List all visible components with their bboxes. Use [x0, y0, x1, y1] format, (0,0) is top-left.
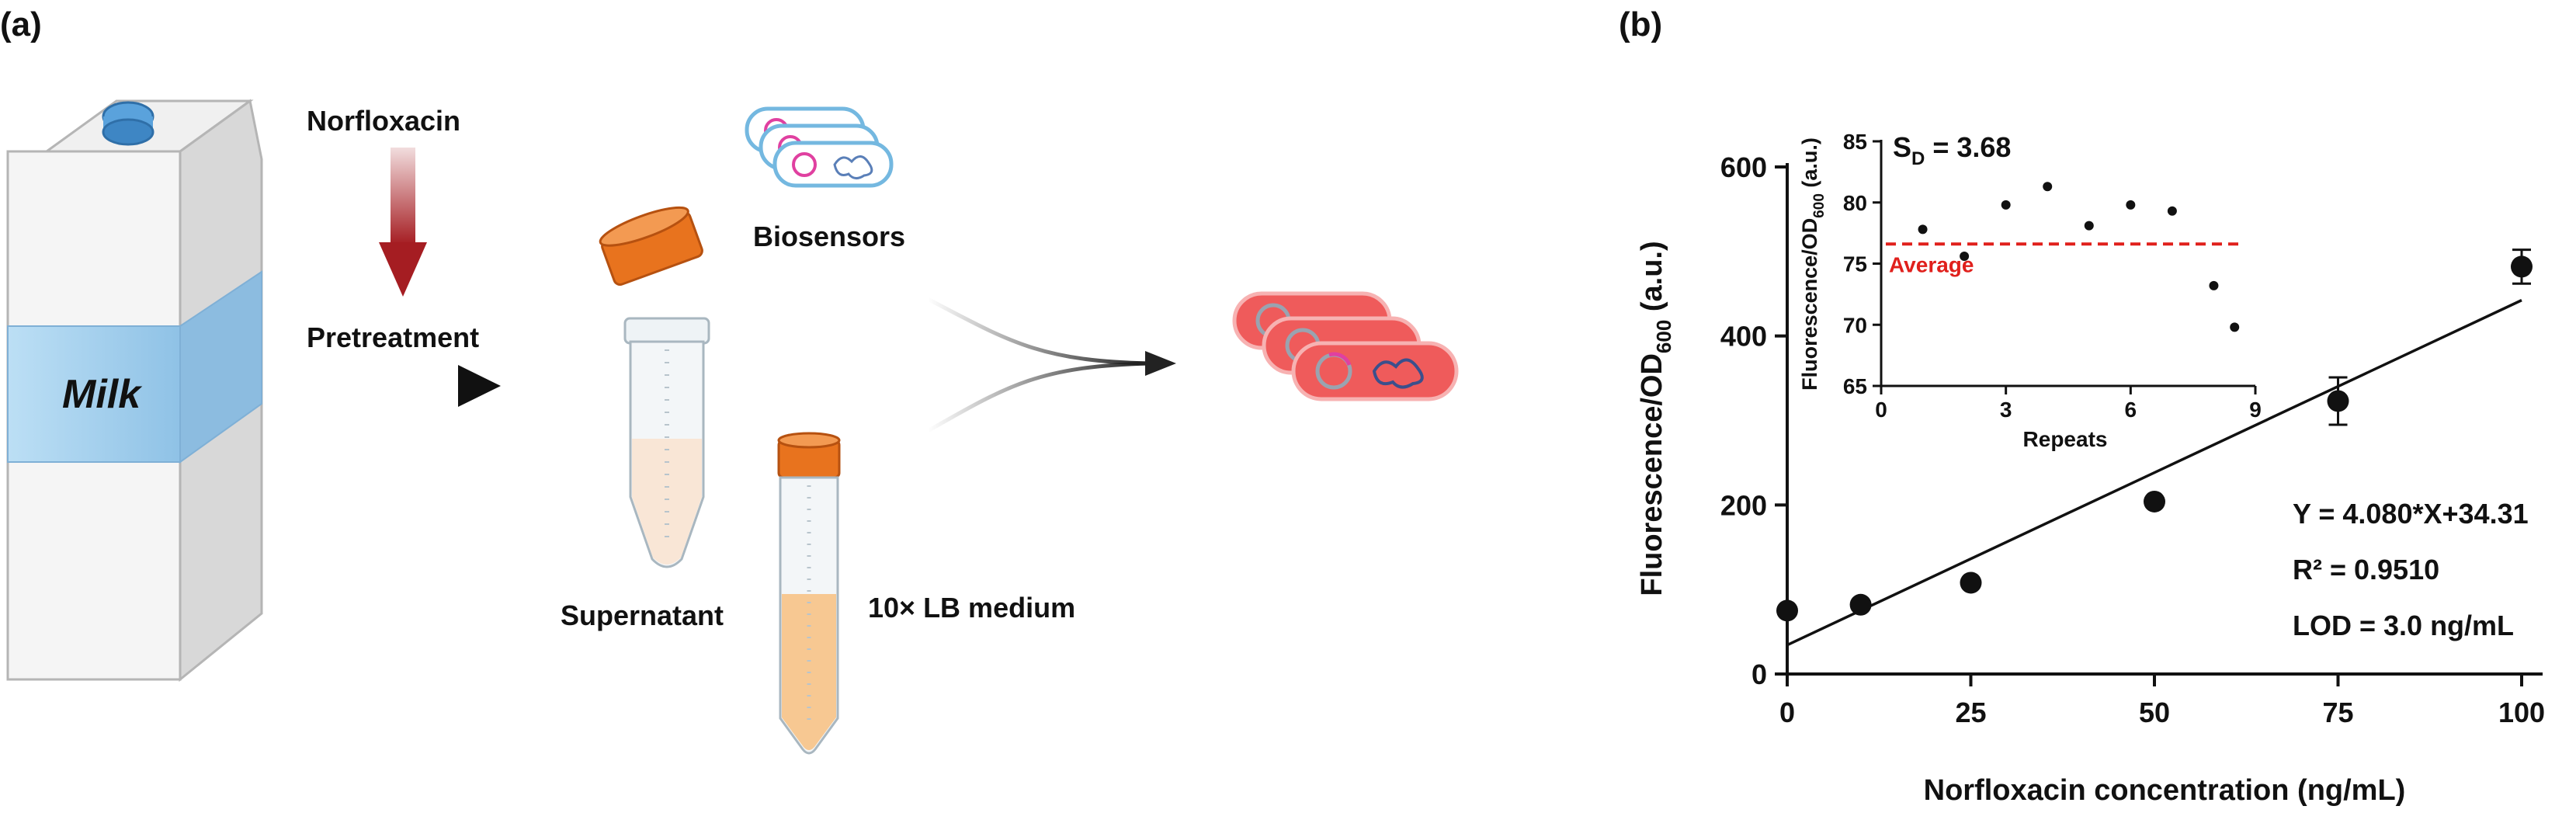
inset-x-axis-label: Repeats [2023, 427, 2108, 451]
inset-y-tick-label: 65 [1843, 374, 1867, 398]
inset-x-tick-label: 9 [2249, 398, 2262, 422]
fluorescent-cells-icon [1232, 291, 1459, 401]
inset-y-tick-label: 80 [1843, 191, 1867, 215]
main-x-tick-label: 75 [2322, 697, 2353, 728]
data-point [1776, 599, 1798, 622]
dashed-arrow-icon [307, 365, 501, 407]
fit-r-squared: R² = 0.9510 [2293, 554, 2439, 585]
main-y-tick-label: 0 [1751, 658, 1767, 690]
inset-sd-label: SD = 3.68 [1893, 131, 2011, 169]
main-x-tick-label: 50 [2139, 697, 2170, 728]
inset-data-point [2084, 221, 2094, 231]
inset-x-tick-label: 0 [1875, 398, 1887, 422]
main-x-tick-label: 25 [1955, 697, 1986, 728]
data-point [2327, 390, 2349, 412]
inset-data-point [1918, 224, 1928, 235]
inset-data-point [2167, 206, 2177, 216]
inset-data-point [2209, 280, 2219, 290]
inset-data-point [1960, 252, 1970, 262]
inset-y-axis-label: Fluorescence/OD600 (a.u.) [1798, 137, 1828, 391]
pretreatment-label: Pretreatment [307, 321, 479, 353]
main-x-tick-label: 100 [2498, 697, 2545, 728]
data-point [1960, 572, 1982, 594]
main-y-tick-label: 200 [1720, 489, 1767, 521]
inset-data-point [2126, 200, 2136, 210]
downward-arrow-icon [379, 148, 427, 297]
lb-medium-label: 10× LB medium [868, 592, 1075, 624]
main-plot: 0 200 400 600 0 25 50 75 100 Fluorescence/OD600… [1636, 151, 2545, 807]
inset-y-tick-label: 70 [1843, 313, 1867, 337]
biosensor-cells-icon [745, 106, 894, 188]
main-y-tick-label: 600 [1720, 151, 1767, 183]
fit-lod: LOD = 3.0 ng/mL [2293, 610, 2514, 641]
inset-x-tick-label: 3 [2000, 398, 2012, 422]
supernatant-label: Supernatant [561, 599, 724, 631]
fit-line [1786, 299, 2522, 647]
tube-cap-icon [599, 206, 703, 286]
inset-y-tick-label: 75 [1843, 252, 1867, 276]
inset-x-tick-label: 6 [2125, 398, 2137, 422]
inset-data-point [2043, 182, 2053, 192]
main-y-axis-label: Fluorescence/OD600 (a.u.) [1636, 241, 1675, 596]
data-point [2144, 490, 2165, 512]
main-x-axis-label: Norfloxacin concentration (ng/mL) [1924, 774, 2406, 807]
biosensors-label: Biosensors [753, 221, 905, 252]
merge-arrow-icon [807, 297, 1150, 433]
panel-a-schematic: (a) Milk Norfloxacin Pretreatment [0, 5, 1459, 755]
inset-y-tick-label: 85 [1843, 130, 1867, 154]
panel-b-label: (b) [1619, 5, 1662, 43]
milk-carton-label: Milk [62, 372, 143, 417]
panel-b-chart: (b) 0 200 400 600 0 25 50 75 100 Fluorescence/O… [1619, 5, 2545, 807]
inset-data-point [2230, 322, 2240, 332]
main-x-tick-label: 0 [1779, 697, 1795, 728]
supernatant-tube-icon [623, 317, 710, 568]
lb-medium-tube-icon [777, 432, 841, 755]
inset-data-point [2001, 200, 2011, 210]
data-point [1849, 593, 1872, 616]
norfloxacin-label: Norfloxacin [307, 105, 460, 137]
main-y-tick-label: 400 [1720, 321, 1767, 353]
fit-equation: Y = 4.080*X+34.31 [2293, 498, 2529, 530]
milk-carton-icon: Milk [6, 99, 263, 683]
panel-a-label: (a) [0, 5, 42, 43]
merge-arrowhead-icon [1145, 351, 1176, 376]
data-point [2511, 255, 2533, 278]
